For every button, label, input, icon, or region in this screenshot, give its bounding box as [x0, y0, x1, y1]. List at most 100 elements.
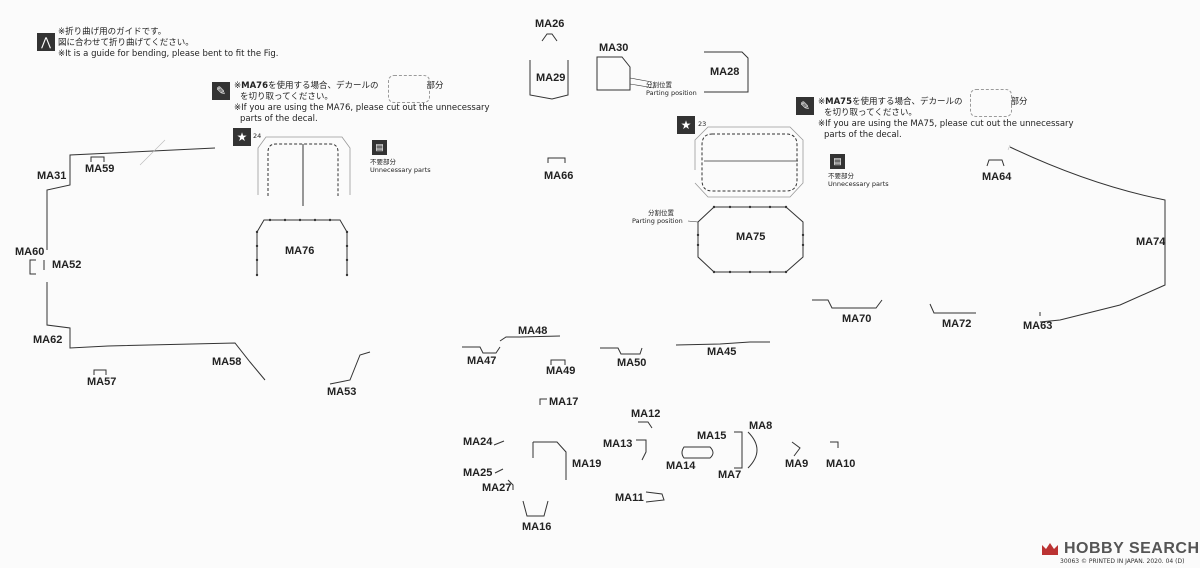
part-ma30-outline — [596, 56, 631, 91]
parting-position-label-ma30: 分割位置 Parting position — [646, 81, 697, 97]
ma75-decal-shape — [970, 89, 1012, 117]
label-ma66: MA66 — [544, 170, 574, 182]
part-ma75-guide — [694, 126, 804, 198]
label-ma45: MA45 — [707, 346, 737, 358]
part-ma17-outline — [539, 398, 547, 405]
label-ma28: MA28 — [710, 66, 740, 78]
label-ma72: MA72 — [942, 318, 972, 330]
label-ma49: MA49 — [546, 365, 576, 377]
part-ma72-outline — [929, 303, 976, 314]
part-ma76-dashed-top — [267, 143, 339, 196]
label-ma14: MA14 — [666, 460, 696, 472]
label-ma12: MA12 — [631, 408, 661, 420]
star-icon-23: ★ — [677, 116, 695, 134]
label-ma26: MA26 — [535, 18, 565, 30]
part-ma9-outline — [791, 441, 801, 457]
unnecessary-parts-label-ma76: 不要部分 Unnecessary parts — [370, 158, 431, 174]
star-icon-24: ★ — [233, 128, 251, 146]
parting-position-label-ma75: 分割位置 Parting position — [632, 209, 683, 225]
part-ma66-outline — [547, 157, 566, 163]
part-ma64-outline — [986, 159, 1005, 167]
label-ma75: MA75 — [736, 231, 766, 243]
ma76-decal-note: ※MA76を使用する場合、デカールの部分 を切り取ってください。 ※If you… — [234, 81, 490, 124]
part-ma49-outline — [550, 359, 566, 365]
label-ma19: MA19 — [572, 458, 602, 470]
bend-guide-note: ※折り曲げ用のガイドです。 図に合わせて折り曲げてください。 ※It is a … — [58, 27, 279, 60]
part-ma59-outline — [90, 156, 105, 162]
part-ma62-outline — [46, 282, 266, 381]
label-ma16: MA16 — [522, 521, 552, 533]
label-ma63: MA63 — [1023, 320, 1053, 332]
bend-guide-jp2: 図に合わせて折り曲げてください。 — [58, 38, 194, 48]
ma76-note-part: MA76 — [241, 81, 268, 91]
decal-brush-icon-ma75: ✎ — [796, 97, 814, 115]
part-ma26-outline — [541, 33, 558, 42]
label-ma60: MA60 — [15, 246, 45, 258]
part-ma28-outline — [704, 51, 749, 93]
bend-guide-en: ※It is a guide for bending, please bent … — [58, 49, 279, 59]
part-ma10-outline — [830, 441, 839, 448]
label-ma53: MA53 — [327, 386, 357, 398]
label-ma25: MA25 — [463, 467, 493, 479]
label-ma24: MA24 — [463, 436, 493, 448]
watermark: HOBBY SEARCH — [1040, 540, 1200, 558]
watermark-text: HOBBY SEARCH — [1064, 540, 1200, 557]
part-ma13-outline — [636, 439, 647, 461]
unnecessary-parts-label-ma75: 不要部分 Unnecessary parts — [828, 172, 889, 188]
part-ma48-outline — [499, 335, 561, 342]
label-ma59: MA59 — [85, 163, 115, 175]
label-ma70: MA70 — [842, 313, 872, 325]
part-ma57-outline — [93, 369, 107, 375]
label-ma30: MA30 — [599, 42, 629, 54]
footer-print-info: 30063 © PRINTED IN JAPAN. 2020. 04 (D) — [1060, 558, 1184, 565]
unnecessary-parts-icon-ma75: ▤ — [830, 154, 845, 169]
label-ma48: MA48 — [518, 325, 548, 337]
part-ma27-outline — [507, 479, 514, 490]
part-ma50-outline — [600, 347, 643, 355]
label-ma27: MA27 — [482, 482, 512, 494]
part-ma45-outline — [675, 341, 770, 346]
ma75-note-part: MA75 — [825, 97, 852, 107]
part-ma76-outline — [256, 219, 348, 275]
part-ma7-outline — [734, 431, 743, 469]
part-ma12-outline — [638, 421, 653, 429]
footer-printed: © PRINTED IN JAPAN. 2020. 04 (D) — [1081, 558, 1185, 565]
part-ma19-outline — [533, 441, 567, 480]
bend-guide-jp1: ※折り曲げ用のガイドです。 — [58, 27, 167, 37]
label-ma10: MA10 — [826, 458, 856, 470]
label-ma47: MA47 — [467, 355, 497, 367]
label-ma64: MA64 — [982, 171, 1012, 183]
label-ma29: MA29 — [536, 72, 566, 84]
label-ma52: MA52 — [52, 259, 82, 271]
watermark-logo-icon — [1042, 543, 1058, 555]
part-ma11-outline — [645, 491, 665, 503]
label-ma7: MA7 — [718, 469, 742, 481]
part-ma75-dashed-top — [701, 133, 798, 192]
part-ma60-outline — [29, 259, 36, 275]
decal-brush-icon-ma76: ✎ — [212, 82, 230, 100]
part-ma29-outline — [529, 60, 569, 100]
star-number-24: 24 — [253, 132, 262, 140]
label-ma13: MA13 — [603, 438, 633, 450]
label-ma31: MA31 — [37, 170, 67, 182]
ma76-decal-shape — [388, 75, 430, 103]
part-ma70-outline — [812, 299, 883, 309]
label-ma76: MA76 — [285, 245, 315, 257]
label-ma74: MA74 — [1136, 236, 1166, 248]
label-ma50: MA50 — [617, 357, 647, 369]
part-ma8-outline — [747, 431, 758, 469]
label-ma17: MA17 — [549, 396, 579, 408]
part-ma53-outline — [329, 351, 371, 385]
unnecessary-parts-icon-ma76: ▤ — [372, 140, 387, 155]
label-ma58: MA58 — [212, 356, 242, 368]
footer-code: 30063 — [1060, 558, 1080, 565]
label-ma62: MA62 — [33, 334, 63, 346]
bend-guide-icon: ⋀ — [37, 33, 55, 51]
label-ma15: MA15 — [697, 430, 727, 442]
part-ma74-outline — [1009, 146, 1166, 323]
part-ma76-guide — [257, 136, 351, 195]
part-ma14-outline — [681, 446, 714, 459]
star-number-23: 23 — [698, 120, 707, 128]
label-ma57: MA57 — [87, 376, 117, 388]
